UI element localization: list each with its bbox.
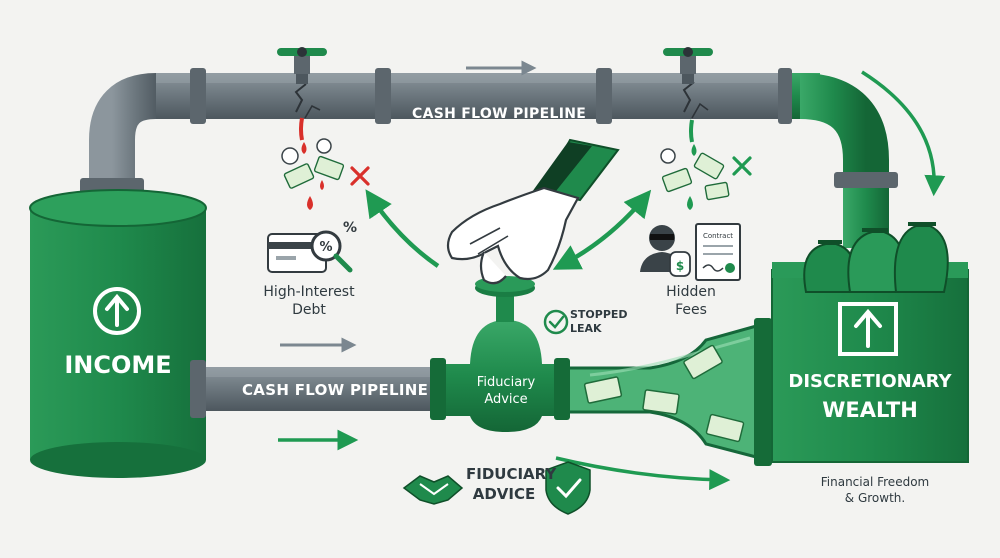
valve-label-line1: Fiduciary xyxy=(476,375,536,390)
handshake-icon xyxy=(402,475,464,505)
fiduciary-badge-line2: ADVICE xyxy=(472,485,536,503)
wealth-label-line1: DISCRETIONARY xyxy=(788,371,952,392)
freedom-line1: Financial Freedom xyxy=(820,475,930,489)
shield-check-icon xyxy=(545,461,591,515)
curved-arrow-left xyxy=(365,189,440,268)
stopped-leak-line1: STOPPED xyxy=(570,308,628,321)
leak-left xyxy=(281,117,370,210)
flow-arrow-green-output xyxy=(555,456,731,491)
red-x-icon xyxy=(350,166,370,186)
thief-icon: $ xyxy=(640,225,691,277)
leak-right xyxy=(660,119,752,210)
tap-left-icon xyxy=(277,47,327,84)
wealth-tank xyxy=(771,222,969,463)
flow-arrow-green-top-right xyxy=(861,70,946,197)
debt-label-line1: High-Interest xyxy=(263,284,355,300)
fees-label-line2: Fees xyxy=(675,302,707,318)
credit-card-icon: % xyxy=(267,230,353,273)
percent-in-magnifier: % xyxy=(319,240,332,255)
income-tank xyxy=(29,189,207,478)
percent-icon: % xyxy=(343,220,357,236)
wealth-label-line2: WEALTH xyxy=(822,398,918,422)
freedom-line2: & Growth. xyxy=(844,491,906,505)
up-arrow-square-icon xyxy=(838,302,898,356)
bottom-pipeline xyxy=(190,276,772,466)
check-circle-icon xyxy=(543,309,569,335)
contract-label: Contract xyxy=(703,232,733,240)
curved-arrow-right xyxy=(552,189,652,270)
top-pipeline xyxy=(80,47,898,248)
money-bag-icon xyxy=(803,222,949,293)
hand-icon xyxy=(446,138,620,285)
tap-right-icon xyxy=(663,47,713,84)
stopped-leak-line2: LEAK xyxy=(570,322,602,335)
fees-label-line1: Hidden xyxy=(666,284,716,300)
bottom-pipe-label: CASH FLOW PIPELINE xyxy=(242,381,429,399)
dollar-symbol: $ xyxy=(676,259,684,273)
income-label: INCOME xyxy=(64,351,172,379)
top-pipe-label: CASH FLOW PIPELINE xyxy=(412,106,587,122)
green-x-icon xyxy=(732,156,752,176)
valve-label-line2: Advice xyxy=(484,392,528,407)
money-bill-icon xyxy=(583,344,745,443)
up-arrow-circle-icon xyxy=(93,287,141,335)
fiduciary-badge-line1: FIDUCIARY xyxy=(466,465,557,483)
debt-label-line2: Debt xyxy=(292,302,326,318)
contract-icon: Contract xyxy=(695,223,741,281)
